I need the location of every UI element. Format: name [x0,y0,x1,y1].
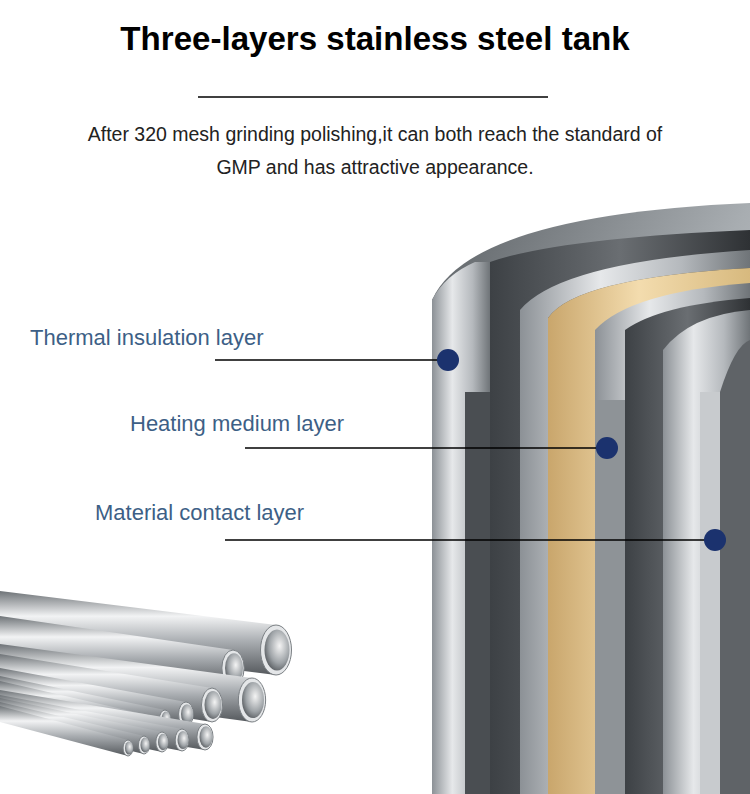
layer-label: Heating medium layer [130,411,344,437]
tank-section [432,203,750,794]
title: Three-layers stainless steel tank [0,20,750,58]
layer-label: Material contact layer [95,500,304,526]
steel-pipes [0,591,292,756]
subtitle: After 320 mesh grinding polishing,it can… [85,118,665,184]
layer-label: Thermal insulation layer [30,325,264,351]
title-rule [198,96,548,98]
